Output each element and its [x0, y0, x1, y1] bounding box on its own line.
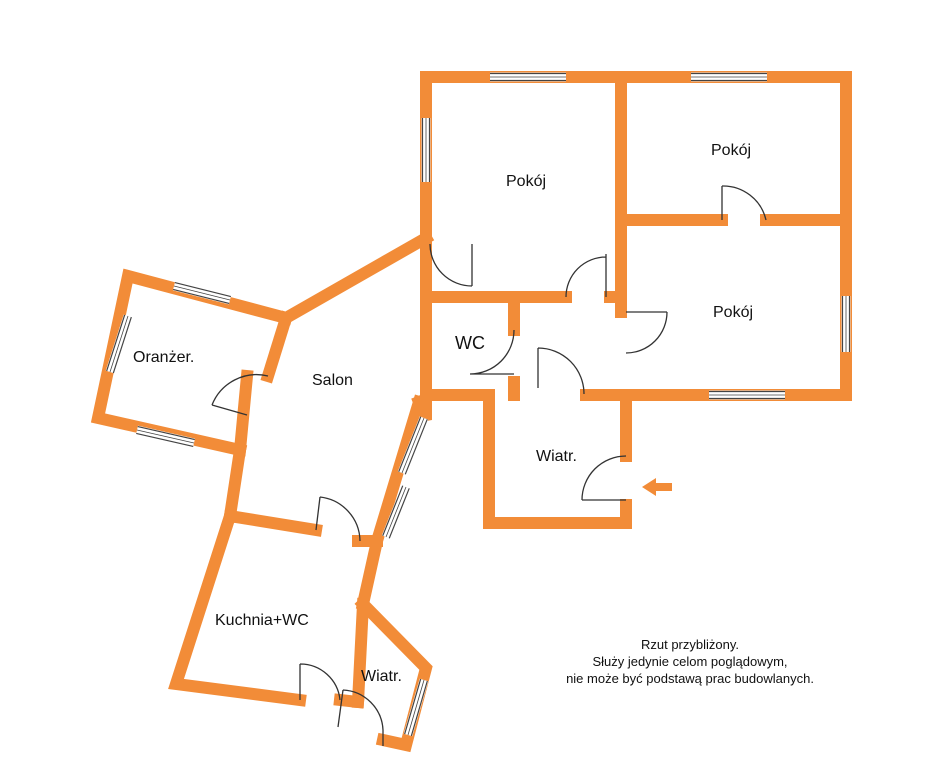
wall-segment-1 [420, 71, 852, 401]
wall-segment-9 [223, 443, 247, 523]
window-rail-b-10 [388, 488, 410, 539]
room-label-pokoj-top-right: Pokój [711, 142, 751, 159]
arrow-left-icon [642, 478, 672, 496]
door-swing-3 [565, 254, 607, 298]
wall-segment-7 [277, 229, 435, 327]
wall-segment-10 [233, 369, 254, 457]
room-label-wiatrolap-entry: Wiatr. [536, 448, 577, 465]
door-swing-10 [299, 663, 341, 701]
room-label-pokoj-middle-right: Pokój [713, 304, 753, 321]
door-swing-8 [211, 373, 269, 416]
window-rail-a-7 [106, 314, 126, 372]
window-glass-11 [407, 679, 425, 736]
door-swing-7 [581, 455, 627, 501]
wall-segment-11 [260, 310, 294, 384]
window-glass-8 [136, 429, 195, 444]
windows [105, 72, 851, 737]
room-label-salon: Salon [312, 372, 353, 389]
disclaimer-line-3: nie może być podstawą prac budowlanych. [566, 671, 814, 686]
room-label-kuchnia-wc: Kuchnia+WC [215, 612, 309, 629]
door-swing-9 [315, 496, 361, 542]
disclaimer-note: Rzut przybliżony. Służy jedynie celom po… [540, 636, 840, 687]
window-glass-10 [385, 486, 407, 538]
room-label-oranzeria: Oranżer. [133, 349, 194, 366]
door-swing-2 [721, 185, 767, 221]
walls [90, 71, 852, 753]
door-swing-1 [429, 243, 473, 287]
room-label-wc: WC [455, 333, 485, 353]
wall-segment-23 [355, 394, 427, 612]
window-rail-a-6 [173, 288, 230, 304]
window-rail-a-8 [136, 432, 194, 447]
doors [211, 185, 767, 746]
window-glass-6 [173, 285, 231, 301]
door-swing-5 [469, 329, 515, 375]
window-glass-7 [109, 315, 129, 373]
wall-segment-20 [483, 389, 632, 529]
entrance-arrow-icon [642, 478, 672, 496]
window-rail-b-7 [112, 316, 132, 374]
wall-segment-24 [223, 509, 323, 537]
window-rail-b-9 [404, 419, 428, 475]
window-rail-a-9 [398, 416, 422, 472]
door-swing-6 [537, 347, 585, 395]
room-label-wiatrolap-back: Wiatr. [361, 668, 402, 685]
window-rail-b-11 [410, 680, 428, 737]
window-glass-9 [401, 417, 425, 474]
window-rail-a-10 [382, 485, 404, 536]
wall-segment-26 [168, 508, 307, 707]
door-swing-11 [337, 689, 384, 746]
disclaimer-line-2: Służy jedynie celom poglądowym, [592, 654, 788, 669]
door-swing-4 [625, 311, 668, 354]
disclaimer-line-1: Rzut przybliżony. [640, 637, 739, 652]
window-rail-b-6 [174, 282, 231, 298]
window-rail-a-11 [404, 678, 422, 735]
window-rail-b-8 [137, 426, 195, 441]
room-label-pokoj-top-left: Pokój [506, 173, 546, 190]
wall-segment-29 [351, 597, 370, 709]
